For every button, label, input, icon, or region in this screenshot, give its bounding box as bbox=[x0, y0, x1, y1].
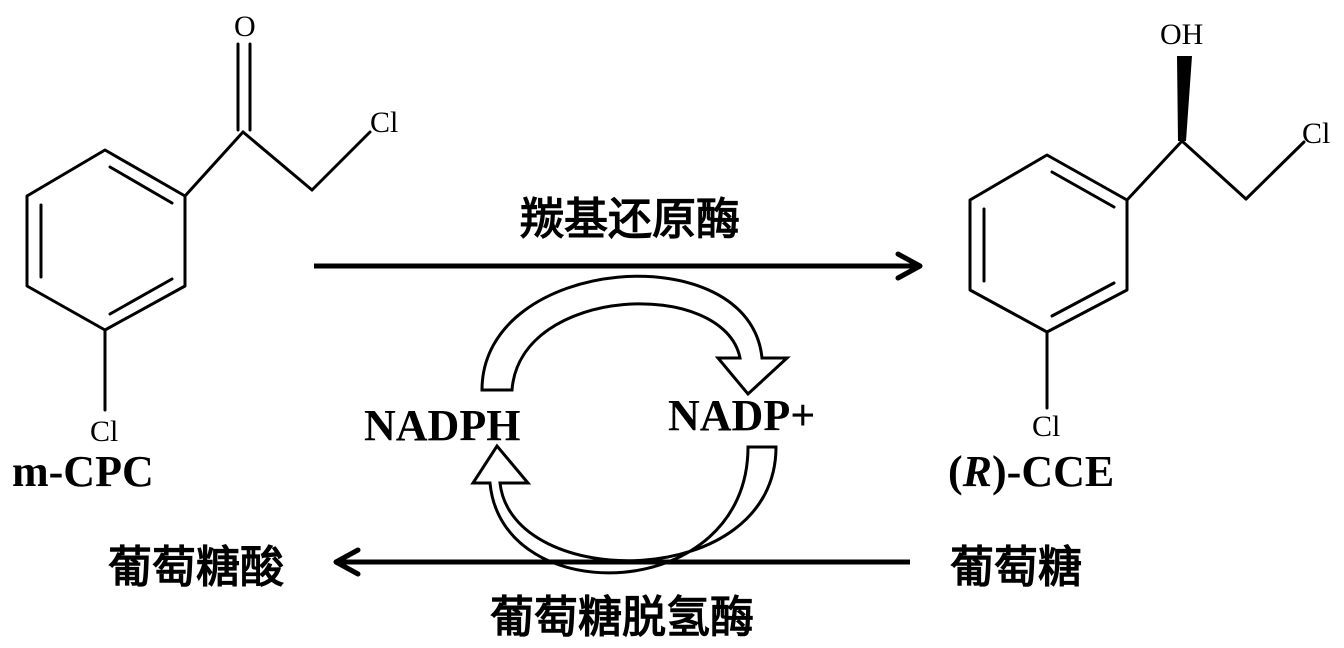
product-ring-cl-label: Cl bbox=[1032, 410, 1060, 443]
product-name-prefix: ( bbox=[948, 447, 963, 496]
cofactor-nadph: NADPH bbox=[364, 401, 520, 450]
product-name: (R)-CCE bbox=[948, 447, 1114, 496]
reactant-name: m-CPC bbox=[12, 447, 154, 496]
product-benzene-ring bbox=[970, 155, 1127, 332]
cofactor-nadp-plus: NADP+ bbox=[668, 391, 815, 440]
bottom-enzyme-label: 葡萄糖脱氢酶 bbox=[490, 592, 754, 643]
cycle-arrow-top bbox=[482, 276, 787, 394]
reactant-carbonyl-o-label: O bbox=[234, 10, 256, 43]
cycle-arrow-bottom bbox=[473, 446, 776, 573]
product-wedge-bond bbox=[1177, 56, 1192, 141]
product-name-suffix: )-CCE bbox=[992, 447, 1114, 496]
reactant-ring-cl-label: Cl bbox=[90, 415, 118, 448]
product-name-italic: R bbox=[962, 447, 992, 496]
product-ring-double-bond bbox=[1052, 283, 1114, 316]
reactant-bond bbox=[312, 132, 370, 190]
product-chain-cl-label: Cl bbox=[1302, 117, 1330, 150]
reactant-benzene-ring bbox=[27, 150, 185, 330]
product-ring-double-bond bbox=[1052, 172, 1114, 207]
reactant-structure: O Cl Cl bbox=[27, 10, 398, 448]
bottom-product-label: 葡萄糖酸 bbox=[108, 542, 285, 593]
bottom-substrate-label: 葡萄糖 bbox=[950, 542, 1082, 593]
product-structure: OH Cl Cl bbox=[970, 18, 1330, 443]
product-bond bbox=[1246, 142, 1304, 199]
top-enzyme-label: 羰基还原酶 bbox=[520, 194, 740, 245]
reactant-chain-cl-label: Cl bbox=[370, 106, 398, 139]
product-hydroxyl-label: OH bbox=[1160, 18, 1203, 51]
product-bond bbox=[1127, 141, 1182, 200]
product-bond bbox=[1182, 141, 1246, 199]
reactant-bond bbox=[185, 132, 243, 196]
reactant-bond bbox=[243, 132, 312, 190]
